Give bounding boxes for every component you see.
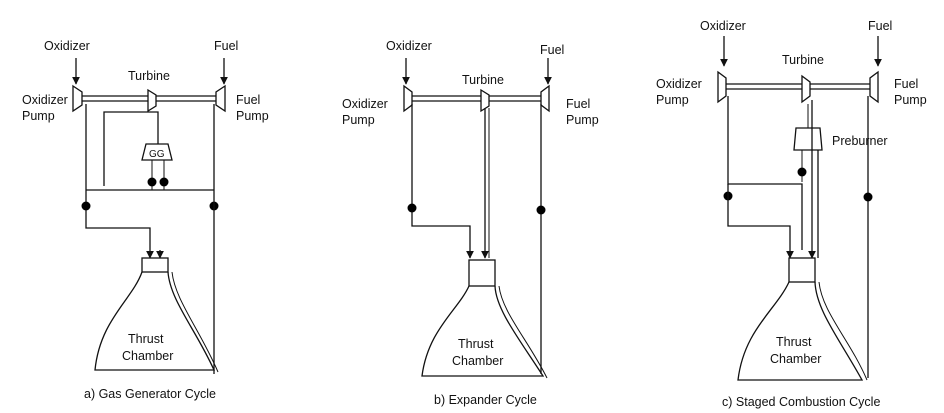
oxidizer-pump-label-2: Pump [656, 93, 689, 107]
caption-staged-combustion: c) Staged Combustion Cycle [722, 395, 880, 409]
preburner [793, 127, 823, 151]
oxidizer-label: Oxidizer [386, 39, 432, 53]
fuel-pump-label: Fuel [566, 97, 590, 111]
thrust-chamber [737, 281, 864, 381]
thrust-chamber-label-2: Chamber [122, 349, 173, 363]
oxidizer-pump-label-2: Pump [22, 109, 55, 123]
thrust-chamber [94, 271, 216, 371]
fuel-pump [215, 84, 226, 113]
caption-gas-generator: a) Gas Generator Cycle [84, 387, 216, 401]
main-oxidizer-valve [81, 201, 91, 211]
oxidizer-pump [717, 70, 727, 104]
turbine [480, 88, 490, 113]
turbine-label: Turbine [128, 69, 170, 83]
fuel-pump [869, 70, 879, 104]
preburner-valve [797, 167, 807, 177]
panel-expander [402, 58, 552, 379]
fuel-label: Fuel [868, 19, 892, 33]
main-fuel-valve [536, 205, 546, 215]
turbine [801, 74, 811, 104]
turbine-label: Turbine [462, 73, 504, 87]
fuel-label: Fuel [214, 39, 238, 53]
gg-fuel-valve [159, 177, 169, 187]
oxidizer-pump-label: Oxidizer [656, 77, 702, 91]
turbine [147, 88, 157, 113]
fuel-pump [540, 84, 550, 113]
turbine-label: Turbine [782, 53, 824, 67]
caption-expander: b) Expander Cycle [434, 393, 537, 407]
thrust-chamber-label: Thrust [458, 337, 494, 351]
oxidizer-pump-label: Oxidizer [342, 97, 388, 111]
oxidizer-pump-label: Oxidizer [22, 93, 68, 107]
thrust-chamber-label: Thrust [776, 335, 812, 349]
thrust-chamber [421, 285, 545, 377]
thrust-chamber-label: Thrust [128, 332, 164, 346]
fuel-pump-label-2: Pump [894, 93, 927, 107]
gg-label: GG [149, 149, 165, 160]
preburner-label: Preburner [832, 134, 888, 148]
oxidizer-pump [403, 84, 413, 113]
thrust-chamber-label-2: Chamber [452, 354, 503, 368]
fuel-label: Fuel [540, 43, 564, 57]
fuel-pump-label-2: Pump [236, 109, 269, 123]
oxidizer-pump-label-2: Pump [342, 113, 375, 127]
gg-oxidizer-valve [147, 177, 157, 187]
gas-generator [141, 143, 173, 161]
thrust-chamber-label-2: Chamber [770, 352, 821, 366]
fuel-pump-label-2: Pump [566, 113, 599, 127]
oxidizer-label: Oxidizer [44, 39, 90, 53]
fuel-pump-label: Fuel [236, 93, 260, 107]
oxidizer-label: Oxidizer [700, 19, 746, 33]
panel-staged-combustion [717, 36, 882, 381]
oxidizer-pump [72, 84, 83, 113]
main-oxidizer-valve [407, 203, 417, 213]
fuel-pump-label: Fuel [894, 77, 918, 91]
panel-gas-generator [72, 58, 228, 374]
main-fuel-valve [863, 192, 873, 202]
